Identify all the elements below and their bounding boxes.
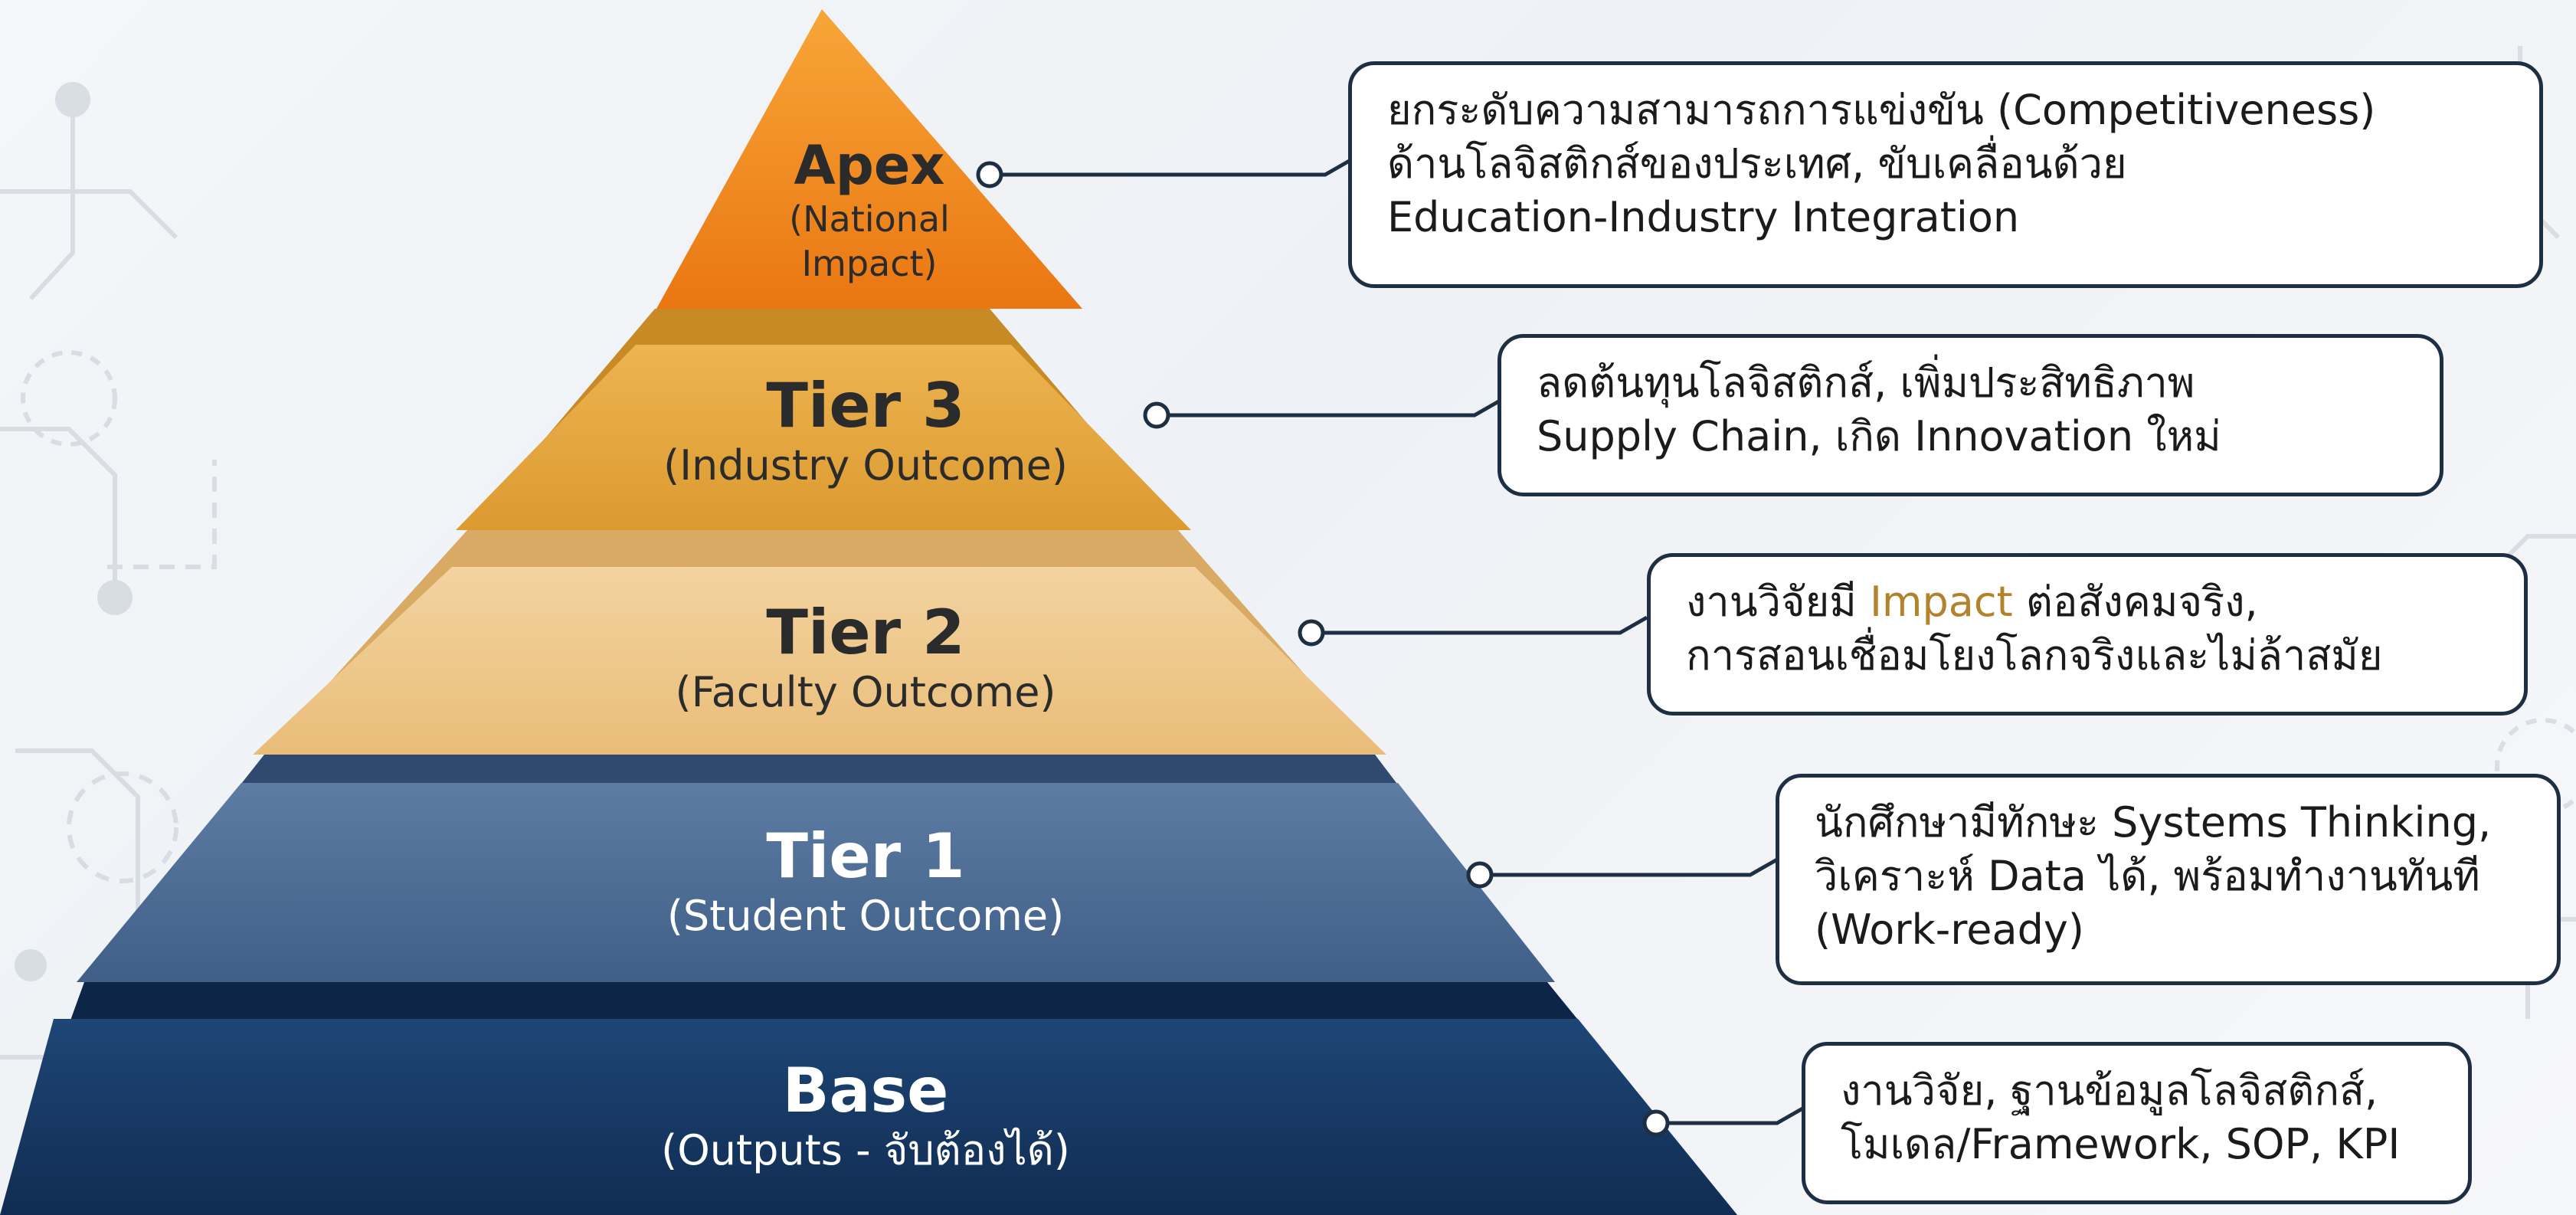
tier1-shape (77, 783, 1555, 982)
tier3-label: Tier 3 (Industry Outcome) (521, 371, 1210, 490)
tier2-connector-dot (1298, 619, 1325, 647)
base-desc-line2: โมเดล/Framework, SOP, KPI (1841, 1120, 2401, 1168)
base-tier-shape (0, 1019, 1737, 1215)
base-label: Base (Outputs - จับต้องได้) (521, 1056, 1210, 1175)
base-title: Base (782, 1055, 949, 1126)
apex-title: Apex (794, 134, 945, 197)
base-description-box: งานวิจัย, ฐานข้อมูลโลจิสติกส์, โมเดล/Fra… (1802, 1042, 2472, 1204)
tier3-desc-line2: Supply Chain, เกิด Innovation ใหม่ (1537, 412, 2221, 460)
tier1-subtitle: (Student Outcome) (666, 892, 1065, 940)
tier1-description-box: นักศึกษามีทักษะ Systems Thinking, วิเครา… (1776, 774, 2561, 985)
tier1-connector-dot (1466, 861, 1494, 889)
apex-label: Apex (National Impact) (525, 134, 1214, 286)
tier3-connector (1157, 398, 1503, 418)
tier2-desc-highlight: Impact (1869, 578, 2013, 626)
apex-desc-line2: ด้านโลจิสติกส์ของประเทศ, ขับเคลื่อนด้วย (1387, 139, 2127, 188)
tier2-shape (253, 567, 1386, 755)
tier3-subtitle: (Industry Outcome) (663, 441, 1068, 490)
apex-connector (990, 157, 1353, 177)
tier2-desc-pre: งานวิจัยมี (1686, 578, 1870, 626)
tier3-description-box: ลดต้นทุนโลจิสติกส์, เพิ่มประสิทธิภาพ Sup… (1497, 334, 2443, 496)
tier2-desc-line2: การสอนเชื่อมโยงโลกจริงและไม่ล้าสมัย (1686, 631, 2383, 680)
tier1-connector (1480, 857, 1779, 877)
apex-connector-dot (976, 161, 1003, 188)
apex-subtitle-line1: (National (789, 198, 950, 240)
tier2-connector (1311, 615, 1648, 635)
tier2-desc-post: ต่อสังคมจริง, (2012, 578, 2258, 626)
apex-desc-line1: ยกระดับความสามารถการแข่งขัน (Competitive… (1387, 86, 2376, 134)
apex-desc-line3: Education-Industry Integration (1387, 193, 2020, 241)
tier3-shape (456, 345, 1191, 530)
tier2-title: Tier 2 (766, 597, 965, 668)
tier2-subtitle: (Faculty Outcome) (675, 668, 1056, 716)
tier1-label: Tier 1 (Student Outcome) (521, 821, 1210, 941)
tier3-connector-dot (1143, 401, 1170, 429)
tier2-description-box: งานวิจัยมี Impact ต่อสังคมจริง, การสอนเช… (1647, 553, 2528, 716)
apex-shape (656, 9, 1082, 309)
tier1-desc-line2: วิเคราะห์ Data ได้, พร้อมทำงานทันที (1815, 852, 2480, 900)
tier3-desc-line1: ลดต้นทุนโลจิสติกส์, เพิ่มประสิทธิภาพ (1537, 359, 2195, 407)
base-desc-line1: งานวิจัย, ฐานข้อมูลโลจิสติกส์, (1841, 1066, 2378, 1115)
tier2-label: Tier 2 (Faculty Outcome) (521, 598, 1210, 717)
tier1-title: Tier 1 (766, 820, 965, 892)
apex-subtitle-line2: Impact) (801, 243, 938, 284)
tier1-desc-line3: (Work-ready) (1815, 906, 2084, 954)
tier2-desc-line1: งานวิจัยมี Impact ต่อสังคมจริง, (1686, 575, 2489, 629)
base-connector-dot (1642, 1109, 1670, 1137)
base-subtitle: (Outputs - จับต้องได้) (661, 1126, 1070, 1174)
apex-description-box: ยกระดับความสามารถการแข่งขัน (Competitive… (1348, 61, 2543, 288)
tier1-desc-line1: นักศึกษามีทักษะ Systems Thinking, (1815, 798, 2492, 847)
tier3-title: Tier 3 (766, 370, 965, 441)
base-connector (1656, 1105, 1805, 1125)
